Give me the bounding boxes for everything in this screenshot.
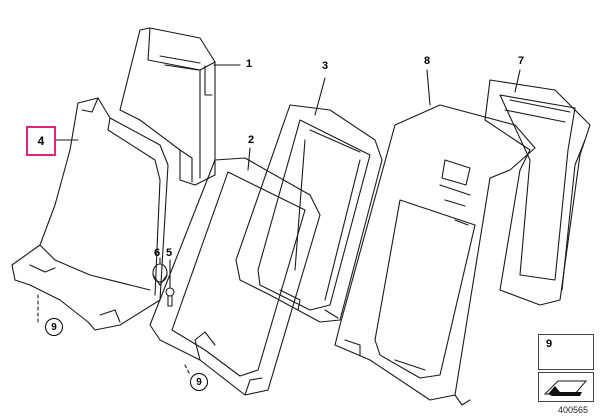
part-4-trim: [11, 97, 169, 331]
callout-1: 1: [246, 58, 253, 70]
callout-5: 5: [166, 247, 173, 259]
callout-9-left: 9: [45, 318, 63, 336]
callout-8: 8: [424, 55, 431, 67]
legend-box-part-9: [538, 334, 594, 370]
part-3-frame: [235, 104, 383, 323]
legend-arrow-icon: [543, 380, 588, 396]
highlighted-part-4[interactable]: 4: [26, 126, 56, 156]
legend-box-arrow: [538, 372, 594, 402]
part-7-frame: [484, 79, 591, 306]
legend-label-9: 9: [546, 338, 553, 350]
callout-7: 7: [518, 55, 525, 67]
callout-6: 6: [154, 247, 161, 259]
part-2-frame: [149, 157, 321, 396]
part-6-clip: [152, 263, 168, 286]
part-5-screw: [165, 287, 175, 307]
diagram-id: 400565: [558, 405, 589, 415]
part-8-cover: [334, 104, 536, 406]
callout-3: 3: [322, 60, 329, 72]
callout-9-middle: 9: [190, 373, 208, 391]
leader-lines: [37, 64, 521, 376]
callout-2: 2: [248, 134, 255, 146]
part-1-panel: [119, 27, 216, 186]
